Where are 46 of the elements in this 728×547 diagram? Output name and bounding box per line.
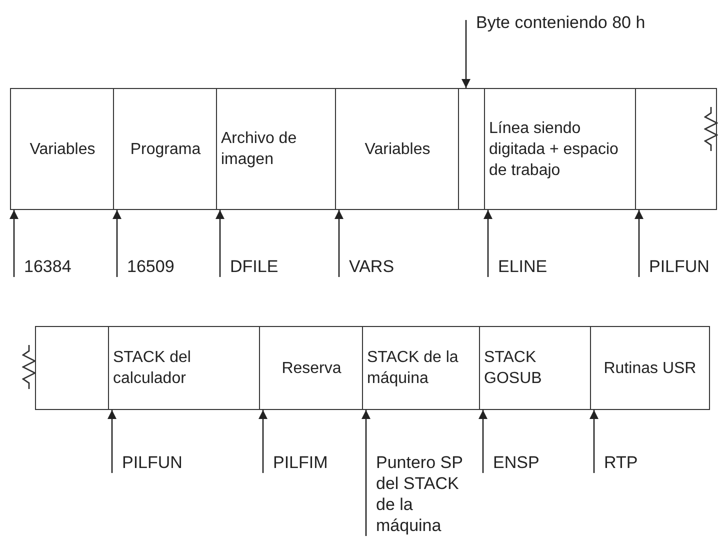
pointer-arrow: [334, 210, 344, 277]
memory-block: [362, 326, 481, 410]
pointer-arrow: [107, 410, 117, 473]
pointer-arrow: [258, 410, 268, 473]
block-label: Línea siendo digitada + espacio de trabajo: [488, 118, 620, 180]
pointer-arrow: [461, 20, 471, 88]
memory-block: [259, 326, 364, 410]
memory-block: [335, 88, 460, 210]
memory-block: [479, 326, 592, 410]
memory-block: [108, 326, 261, 410]
pointer-label: ELINE: [488, 256, 628, 277]
memory-block: [458, 88, 486, 210]
block-label: Variables: [364, 140, 432, 160]
pointer-label: 16509: [117, 256, 213, 277]
pointer-arrow: [9, 210, 19, 277]
memory-block: [10, 88, 115, 210]
memory-block: [113, 88, 218, 210]
pointer-label: ENSP: [483, 452, 587, 473]
pointer-label: PILFUN: [639, 256, 728, 277]
block-label: STACK GOSUB: [483, 348, 543, 389]
block-label: Variables: [28, 140, 96, 160]
pointer-label: 16384: [14, 256, 110, 277]
pointer-label: PILFUN: [112, 452, 253, 473]
block-label: Rutinas USR: [602, 358, 698, 378]
block-label: Programa: [129, 140, 202, 160]
pointer-label: RTP: [594, 452, 700, 473]
pointer-label: PILFIM: [263, 452, 359, 473]
pointer-arrow: [478, 410, 488, 473]
memory-block: [484, 88, 637, 210]
pointer-label: Byte conteniendo 80 h: [466, 12, 696, 33]
memory-block: [635, 88, 717, 210]
pointer-arrow: [634, 210, 644, 277]
block-label: STACK del calculador: [112, 348, 192, 389]
pointer-arrow: [112, 210, 122, 277]
block-label: STACK de la máquina: [366, 348, 460, 389]
pointer-label: DFILE: [220, 256, 331, 277]
pointer-arrow: [215, 210, 225, 277]
memory-block: [216, 88, 337, 210]
block-label: Archivo de imagen: [220, 129, 298, 170]
pointer-label: Puntero SP del STACK de la máquina: [366, 452, 474, 536]
pointer-arrow: [361, 410, 371, 536]
memory-block: [590, 326, 710, 410]
pointer-arrow: [483, 210, 493, 277]
block-label: Reserva: [280, 358, 342, 378]
pointer-arrow: [589, 410, 599, 473]
pointer-label: VARS: [339, 256, 456, 277]
